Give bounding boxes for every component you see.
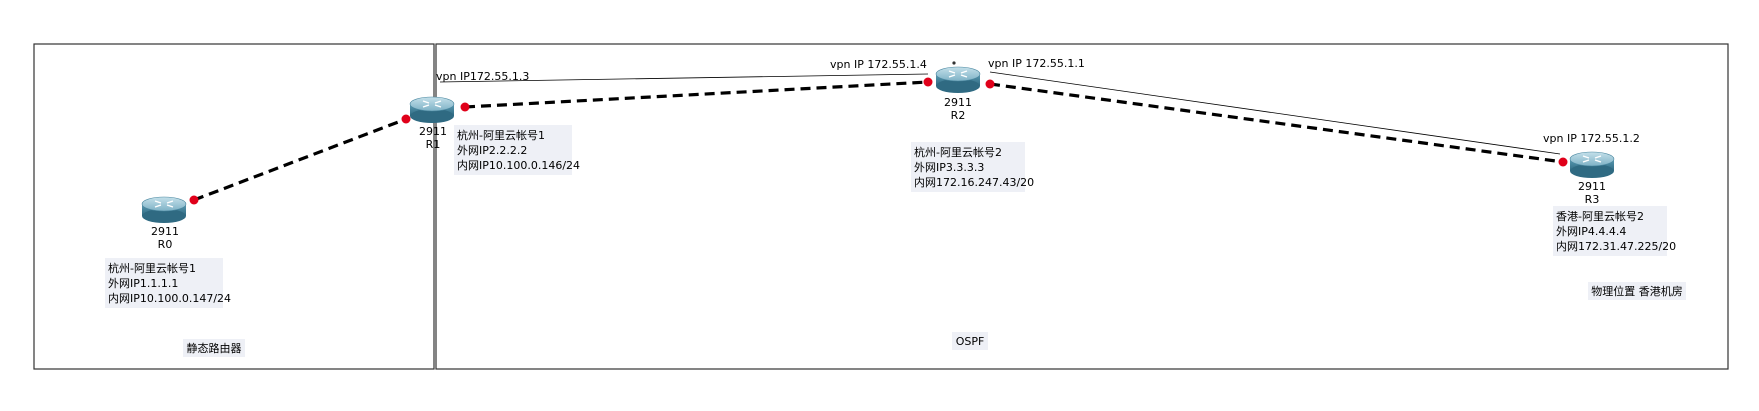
router-r1-icon[interactable] — [409, 96, 455, 124]
vpn-label-r3: vpn IP 172.55.1.2 — [1543, 132, 1640, 145]
vpn-label-r1: vpn IP172.55.1.3 — [436, 70, 529, 83]
ospf-area — [435, 43, 1729, 370]
vpn-label-r2-right: vpn IP 172.55.1.1 — [988, 57, 1085, 70]
router-r2-name: R2 — [951, 109, 966, 122]
link-r2-r3[interactable] — [989, 82, 1564, 164]
vpn-tunnel-r1-r2 — [439, 73, 929, 83]
router-r3-model: 2911 — [1578, 180, 1606, 193]
static-routing-area-label: 静态路由器 — [187, 341, 242, 355]
note-r0: 杭州-阿里云帐号1 外网IP1.1.1.1 内网IP10.100.0.147/2… — [105, 258, 231, 308]
router-r3-name: R3 — [1585, 193, 1600, 206]
router-r0-icon[interactable] — [141, 196, 187, 224]
port-r2-to-r1 — [923, 77, 933, 87]
note-r1: 杭州-阿里云帐号1 外网IP2.2.2.2 内网IP10.100.0.146/2… — [454, 125, 580, 175]
vpn-tunnel-r2-r3 — [989, 71, 1561, 155]
router-r1-name: R1 — [426, 138, 441, 151]
note-r1-account: 杭州-阿里云帐号1 — [457, 128, 545, 142]
port-r1-to-r2 — [460, 102, 470, 112]
ospf-area-label: OSPF — [956, 335, 985, 348]
note-r1-public-ip: 外网IP2.2.2.2 — [457, 144, 527, 157]
port-r0 — [189, 195, 199, 205]
port-r3 — [1558, 157, 1568, 167]
link-r1-r2[interactable] — [464, 80, 929, 109]
note-r0-account: 杭州-阿里云帐号1 — [108, 261, 196, 275]
physical-location-label: 物理位置 香港机房 — [1591, 284, 1683, 298]
note-r2-public-ip: 外网IP3.3.3.3 — [914, 161, 984, 174]
note-r3-public-ip: 外网IP4.4.4.4 — [1556, 225, 1626, 238]
router-r0-model: 2911 — [151, 225, 179, 238]
note-r3-account: 香港-阿里云帐号2 — [1556, 210, 1644, 223]
router-r2-indicator — [952, 61, 956, 65]
port-r2-to-r3 — [985, 79, 995, 89]
note-r2-account: 杭州-阿里云帐号2 — [914, 145, 1002, 159]
router-r3-icon[interactable] — [1569, 151, 1615, 179]
note-r2-private-ip: 内网172.16.247.43/20 — [914, 175, 1034, 189]
router-r2-model: 2911 — [944, 96, 972, 109]
note-r0-public-ip: 外网IP1.1.1.1 — [108, 277, 178, 290]
port-r1-to-r0 — [401, 114, 411, 124]
vpn-label-r2-left: vpn IP 172.55.1.4 — [830, 58, 927, 71]
note-r0-private-ip: 内网IP10.100.0.147/24 — [108, 291, 231, 305]
note-r1-private-ip: 内网IP10.100.0.146/24 — [457, 158, 580, 172]
link-r0-r1[interactable] — [193, 117, 407, 202]
router-r0-name: R0 — [158, 238, 173, 251]
note-r3: 香港-阿里云帐号2 外网IP4.4.4.4 内网172.31.47.225/20 — [1553, 206, 1676, 256]
router-r1-model: 2911 — [419, 125, 447, 138]
note-r3-private-ip: 内网172.31.47.225/20 — [1556, 239, 1676, 253]
note-r2: 杭州-阿里云帐号2 外网IP3.3.3.3 内网172.16.247.43/20 — [911, 142, 1034, 192]
static-routing-area — [33, 43, 435, 370]
router-r2-icon[interactable] — [935, 66, 981, 94]
